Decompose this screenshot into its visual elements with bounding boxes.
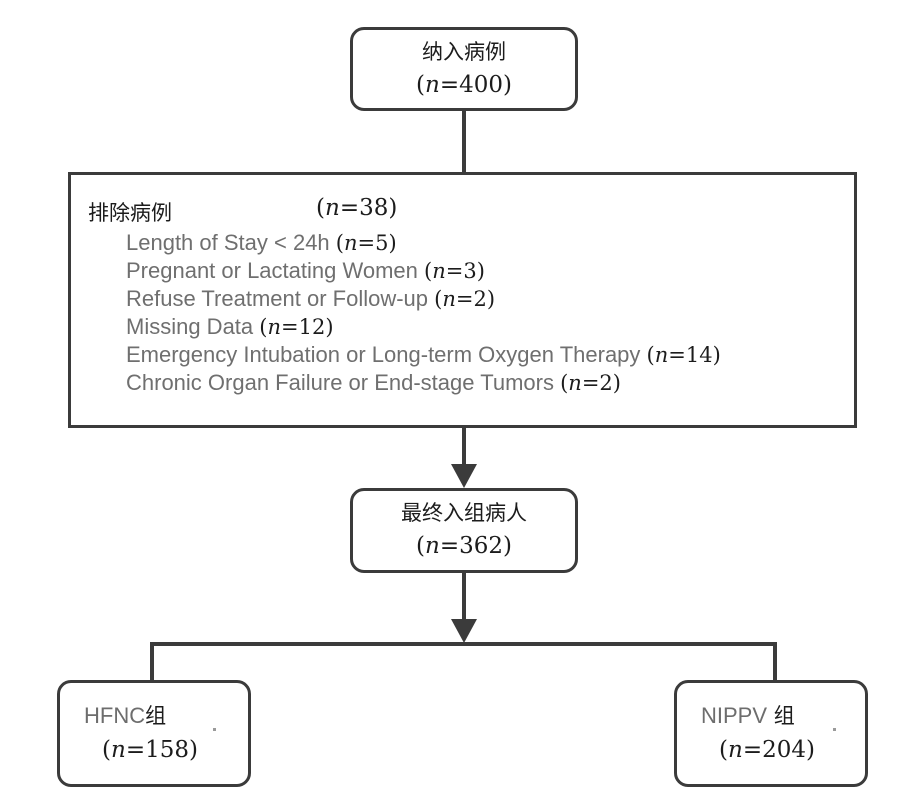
exclusion-reason-list: Length of Stay < 24h (n=5) Pregnant or L… <box>126 229 721 397</box>
arrowhead-icon <box>451 464 477 488</box>
node-hfnc-label: HFNC组 <box>84 703 167 729</box>
node-nippv-group[interactable]: NIPPV 组 (n=204) <box>674 680 868 787</box>
node-excluded-cases[interactable]: 排除病例 (n=38) Length of Stay < 24h (n=5) P… <box>68 172 857 428</box>
node-enrolled-cases[interactable]: 纳入病例 (n=400) <box>350 27 578 111</box>
split-bar <box>150 642 777 646</box>
reason-count: (n=5) <box>335 231 397 255</box>
reason-count: (n=3) <box>424 259 485 283</box>
list-item: Pregnant or Lactating Women (n=3) <box>126 257 721 285</box>
reason-text: Emergency Intubation or Long-term Oxygen… <box>126 342 641 367</box>
reason-text: Chronic Organ Failure or End-stage Tumor… <box>126 370 554 395</box>
list-item: Missing Data (n=12) <box>126 313 721 341</box>
connector-enrolled-to-excluded <box>462 110 466 174</box>
list-item: Chronic Organ Failure or End-stage Tumor… <box>126 369 721 397</box>
connector-final-to-split <box>462 573 466 621</box>
reason-text: Length of Stay < 24h <box>126 230 330 255</box>
list-item: Refuse Treatment or Follow-up (n=2) <box>126 285 721 313</box>
reason-count: (n=12) <box>259 315 334 339</box>
reason-text: Missing Data <box>126 314 254 339</box>
connector-excluded-to-final <box>462 428 466 466</box>
excluded-count: (n=38) <box>316 195 398 221</box>
node-final-count: (n=362) <box>416 533 512 560</box>
reason-count: (n=2) <box>560 371 621 395</box>
node-enrolled-label: 纳入病例 <box>422 39 506 64</box>
connector-split-to-hfnc <box>150 642 154 682</box>
connector-split-to-nippv <box>773 642 777 682</box>
node-hfnc-count: (n=158) <box>102 736 198 763</box>
artifact-speck <box>213 728 216 731</box>
list-item: Emergency Intubation or Long-term Oxygen… <box>126 341 721 369</box>
node-hfnc-group[interactable]: HFNC组 (n=158) <box>57 680 251 787</box>
artifact-speck <box>833 728 836 731</box>
reason-text: Pregnant or Lactating Women <box>126 258 418 283</box>
node-final-enrolled[interactable]: 最终入组病人 (n=362) <box>350 488 578 573</box>
excluded-label: 排除病例 <box>88 201 172 225</box>
reason-text: Refuse Treatment or Follow-up <box>126 286 429 311</box>
list-item: Length of Stay < 24h (n=5) <box>126 229 721 257</box>
node-nippv-count: (n=204) <box>719 736 815 763</box>
node-nippv-label: NIPPV 组 <box>701 703 795 729</box>
arrowhead-icon <box>451 619 477 643</box>
reason-count: (n=14) <box>646 343 721 367</box>
reason-count: (n=2) <box>434 287 496 311</box>
node-enrolled-count: (n=400) <box>416 71 512 98</box>
node-final-label: 最终入组病人 <box>401 501 527 525</box>
